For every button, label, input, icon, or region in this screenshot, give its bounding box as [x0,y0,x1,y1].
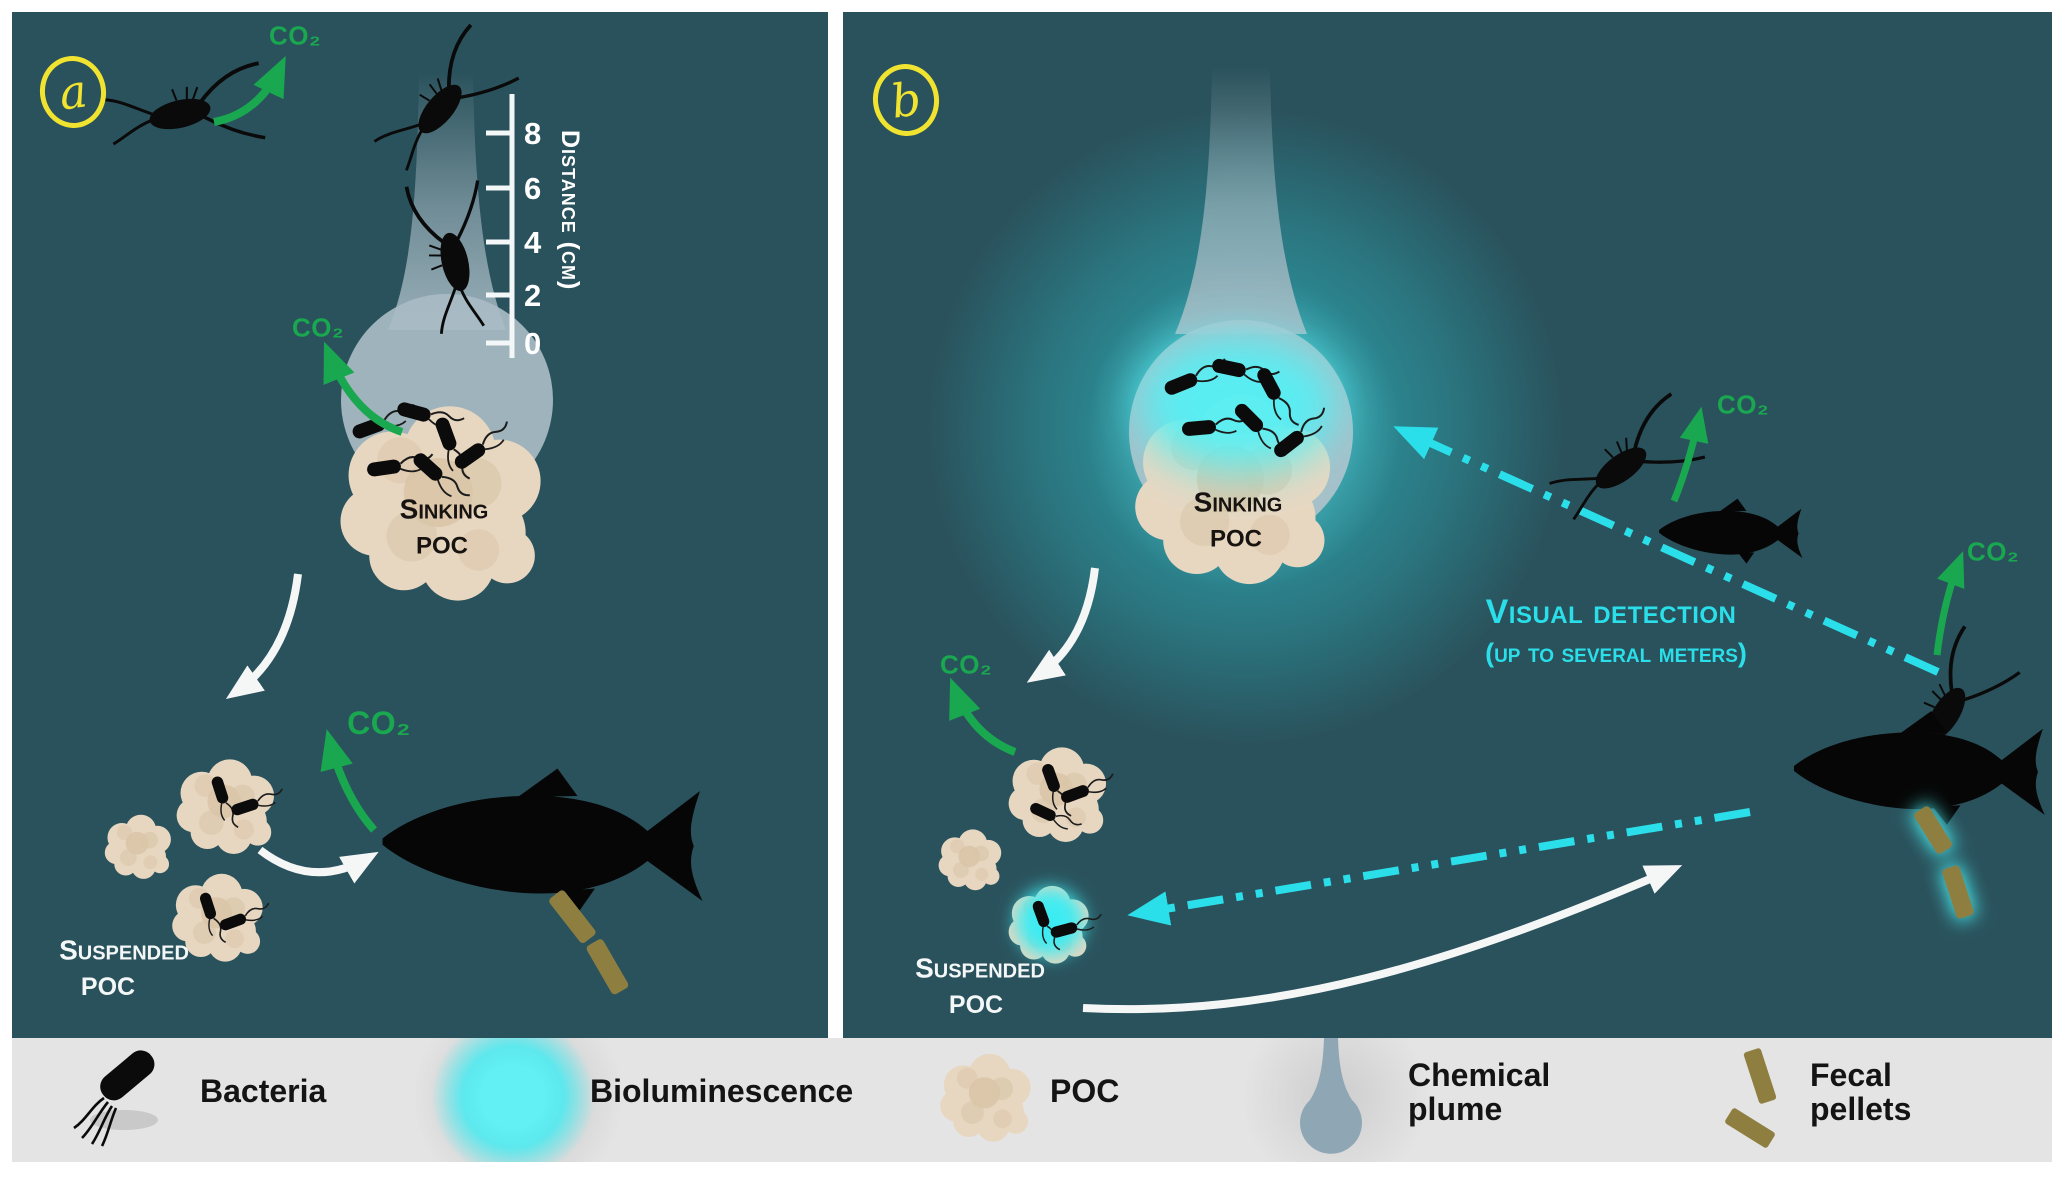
legend-label-plume: plume [1408,1091,1503,1127]
copepod-icon [100,61,268,154]
bioluminescence-spot [1016,888,1084,956]
fish-icon [1793,711,2045,825]
sinking-poc-label: Sinking [399,493,489,525]
co2-label: CO₂ [1966,536,2020,567]
legend-label-poc: POC [1050,1073,1120,1109]
bioluminescence-icon [428,1038,598,1162]
suspended-poc [1008,747,1107,843]
ruler-tick-8: 8 [524,116,542,151]
legend-band: Bacteria Bioluminescence POC Chemical pl… [12,1038,2052,1162]
co2-label: CO₂ [1716,389,1770,420]
co2-arrow [213,55,286,126]
panel-b-graphics [938,67,2045,1014]
ruler-axis-label: Distance (cm) [556,130,584,291]
legend-label-fecal-pellets: Fecal pellets [1810,1058,1911,1126]
co2-label: CO₂ [291,312,345,343]
panel-a-graphics [100,23,703,995]
suspended-poc-label2: POC [80,972,136,1001]
co2-label: CO₂ [939,649,993,680]
sinking-poc-label: Sinking [1193,486,1283,518]
ruler-tick-2: 2 [524,278,542,313]
ruler-tick-6: 6 [524,171,542,206]
visual-detection-label: Visual detection [1485,593,1737,632]
visual-detection-arrow-upper [1393,426,1940,676]
panel-a: a CO₂ CO₂ CO₂ 8 6 4 2 0 Distance (cm) Si… [12,12,828,1038]
co2-arrow [1670,406,1709,503]
legend-label-bacteria: Bacteria [200,1073,327,1109]
bioluminescence-glow [843,12,2052,1038]
panel-b-label-text: b [887,71,925,129]
panel-a-label-text: a [55,63,91,121]
fecal-pellets-glowing [1911,804,1976,921]
fecal-pellets-icon [1725,1048,1777,1148]
fish-icon [382,768,703,914]
co2-arrow [323,341,404,436]
visual-detection-sublabel: (up to several meters) [1485,637,1747,668]
visual-detection-arrow-lower [1127,808,1751,926]
co2-arrow [1933,551,1965,656]
co2-arrow [320,729,378,833]
poc-icon [940,1053,1031,1142]
approach-arrow [1082,865,1683,1014]
co2-label: CO₂ [347,705,411,742]
ruler-tick-4: 4 [524,225,542,260]
chemical-plume-icon [1300,1038,1362,1154]
suspended-poc-label2: POC [948,990,1004,1019]
sinking-arrow [225,573,302,699]
panel-b: b Sinking POC CO₂ CO₂ CO₂ Visual detecti… [843,12,2052,1038]
ruler-tick-0: 0 [524,326,542,361]
suspended-poc-small [938,829,1002,891]
distance-ruler [486,94,515,358]
legend-label-chemical-plume: Chemical plume [1408,1058,1550,1126]
legend-label-chemical: Chemical [1408,1057,1551,1093]
suspended-poc-label: Suspended [59,934,189,966]
bacteria-icon [73,1050,158,1147]
legend-label-fecal: Fecal [1810,1057,1892,1093]
legend-label-pellets: pellets [1810,1091,1912,1127]
sinking-arrow [1026,567,1099,683]
fecal-pellets [549,890,629,995]
suspended-poc [176,759,275,855]
co2-label: CO₂ [268,20,322,51]
legend-label-bioluminescence: Bioluminescence [590,1073,854,1109]
co2-arrow [949,677,1017,756]
suspended-poc-label: Suspended [915,952,1045,984]
sinking-poc-label2: POC [415,532,469,560]
bioluminescence-core [1138,336,1338,472]
suspended-poc-small [104,814,171,879]
sinking-poc-label2: POC [1209,525,1263,553]
feeding-arrow [257,846,379,884]
